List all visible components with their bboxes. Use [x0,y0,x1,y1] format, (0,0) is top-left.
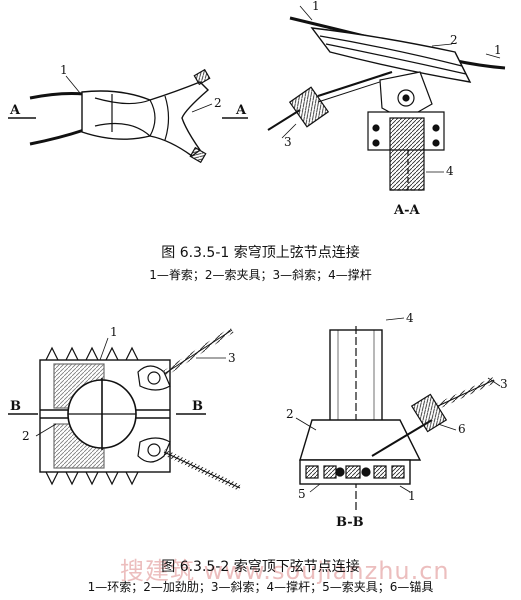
stiffener [299,419,422,461]
lower-node-plan-view [8,327,242,491]
lower-node-section-b-b [295,317,501,512]
ridge-cable [29,128,85,146]
label-3: 3 [228,351,236,365]
label-2: 2 [286,407,294,421]
label-4: 4 [406,311,414,325]
label-2: 2 [22,429,30,443]
strut [389,117,425,191]
anchor [288,86,330,128]
watermark: 搜建筑 www.soujianzhu.cn [120,557,450,585]
label-6: 6 [458,422,466,436]
anchor [410,393,448,433]
cable-clamp [310,27,472,83]
label-1: 1 [60,63,68,77]
label-1: 1 [494,43,502,57]
upper-node-plan-view [8,68,248,164]
section-mark-a: A [9,103,21,118]
section-title-a-a: A-A [393,203,420,218]
upper-node-section-a-a [267,5,506,191]
label-1: 1 [312,0,320,13]
label-3: 3 [284,135,292,149]
label-5: 5 [298,487,306,501]
figure-2-legend: 1—环索；2—加劲肋；3—斜索；4—撑杆；5—索夹具；6—锚具 [87,580,434,594]
section-title-b-b: B-B [336,515,364,530]
figure-1-legend: 1—脊索；2—索夹具；3—斜索；4—撑杆 [149,268,372,282]
label-1: 1 [408,489,416,503]
figure-2-caption: 图 6.3.5-2 索穹顶下弦节点连接 [161,559,360,575]
cable-clamp [81,81,210,157]
section-mark-a: A [235,103,247,118]
section-mark-b: B [10,399,21,414]
label-3: 3 [500,377,508,391]
label-1: 1 [110,325,118,339]
label-2: 2 [214,96,222,110]
ridge-cable [29,92,85,100]
label-2: 2 [450,33,458,47]
section-mark-b: B [192,399,203,414]
label-4: 4 [446,164,454,178]
figure-1-caption: 图 6.3.5-1 索穹顶上弦节点连接 [161,245,360,261]
